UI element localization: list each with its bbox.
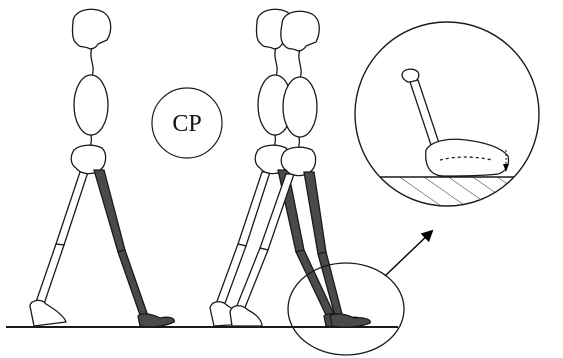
skull	[72, 9, 110, 49]
hatched-ground	[352, 177, 552, 227]
phase-label: CP	[172, 111, 201, 137]
phase-label-badge: CP	[152, 88, 222, 158]
skull	[281, 11, 320, 51]
swing-leg	[30, 172, 88, 326]
arrow-icon	[385, 231, 432, 276]
stance-leg	[94, 170, 174, 327]
walker-figure-1	[30, 9, 174, 327]
ribcage	[74, 75, 108, 135]
highlight-circle-icon	[288, 263, 404, 355]
magnifier-circle-icon	[352, 22, 552, 227]
spine	[91, 48, 93, 76]
walker-figure-3	[230, 11, 370, 327]
ribcage	[283, 77, 317, 137]
stance-leg	[304, 172, 370, 327]
